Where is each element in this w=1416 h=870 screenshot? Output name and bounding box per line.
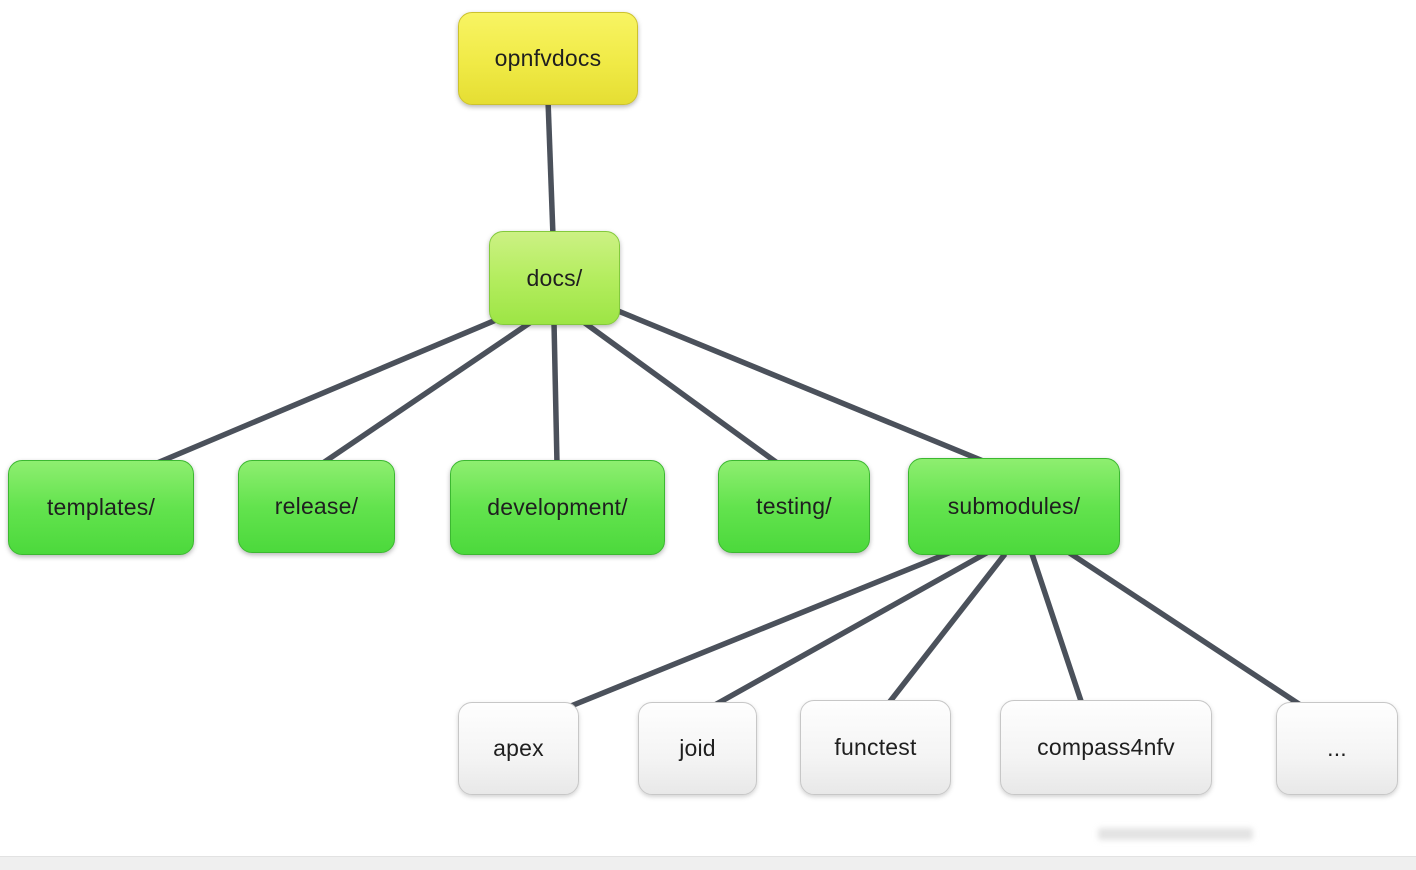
node-development: development/	[450, 460, 665, 555]
node-docs: docs/	[489, 231, 620, 325]
edge-docs-testing	[576, 315, 782, 468]
node-joid-label: joid	[679, 735, 716, 761]
edge-submodules-compass4nfv	[1029, 553, 1085, 705]
edge-docs-templates	[148, 309, 517, 469]
edge-docs-submodules	[604, 303, 990, 466]
node-apex-label: apex	[493, 735, 544, 761]
node-development-label: development/	[487, 494, 628, 520]
edge-docs-release	[318, 317, 536, 468]
node-apex: apex	[458, 702, 579, 795]
node-release-label: release/	[274, 493, 359, 519]
node-release: release/	[238, 460, 395, 553]
node-opnfvdocs: opnfvdocs	[458, 12, 638, 105]
faint-artifact	[1098, 828, 1253, 840]
node-docs-label: docs/	[526, 264, 583, 291]
edge-submodules-functest	[885, 552, 1008, 706]
edge-submodules-apex	[564, 543, 968, 711]
node-testing-label: testing/	[756, 493, 832, 519]
node-submodules: submodules/	[908, 458, 1120, 555]
node-opnfvdocs-label: opnfvdocs	[494, 45, 602, 71]
edge-docs-development	[551, 321, 560, 465]
edge-submodules-joid	[711, 548, 992, 709]
node-submodules-label: submodules/	[947, 493, 1081, 519]
node-functest-label: functest	[834, 734, 917, 760]
node-joid: joid	[638, 702, 757, 795]
node-templates-label: templates/	[46, 494, 156, 520]
edge-opnfvdocs-docs	[545, 99, 556, 237]
bottom-strip	[0, 856, 1416, 870]
edge-submodules-more	[1060, 545, 1307, 711]
node-compass4nfv: compass4nfv	[1000, 700, 1212, 795]
node-more-label: ...	[1327, 735, 1347, 761]
node-functest: functest	[800, 700, 951, 795]
node-more: ...	[1276, 702, 1398, 795]
node-testing: testing/	[718, 460, 870, 553]
node-compass4nfv-label: compass4nfv	[1037, 734, 1175, 760]
node-templates: templates/	[8, 460, 194, 555]
